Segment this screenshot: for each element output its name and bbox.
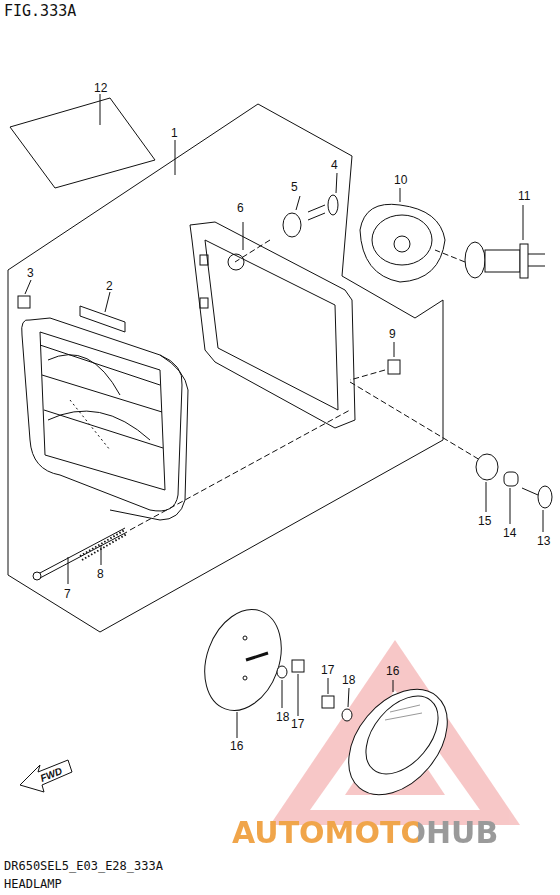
callout-number: 14 — [503, 527, 516, 539]
reflector — [322, 670, 467, 813]
callout-number: 2 — [106, 280, 113, 292]
callout-number: 5 — [291, 181, 298, 193]
label-sheet — [10, 98, 155, 188]
bulb-socket-cover — [360, 188, 445, 282]
callout-number: 15 — [478, 515, 491, 527]
callout-number: 18 — [342, 674, 355, 686]
callout-number: 1 — [171, 127, 178, 139]
headlamp-unit — [22, 292, 188, 520]
callout-number: 3 — [27, 267, 34, 279]
callout-number: 12 — [94, 82, 107, 94]
callout-number: 6 — [237, 202, 244, 214]
callout-number: 17 — [321, 664, 334, 676]
callout-number: 10 — [394, 174, 407, 186]
callout-number: 18 — [276, 711, 289, 723]
reflector — [191, 599, 304, 738]
mounting-frame — [190, 222, 355, 428]
watermark-logo — [270, 640, 520, 825]
callout-number: 17 — [291, 718, 304, 730]
assembly-outline — [8, 104, 443, 632]
adjust-screw — [38, 528, 127, 578]
forward-arrow — [20, 760, 72, 792]
callout-number: 11 — [518, 190, 530, 202]
drawing-code: DR650SEL5_E03_E28_333A — [4, 860, 163, 872]
callout-number: 9 — [389, 328, 396, 340]
callout-number: 7 — [64, 588, 71, 600]
figure-title: FIG.333A — [4, 4, 76, 19]
callout-number: 13 — [537, 535, 550, 547]
watermark-text: AUTOMOTOHUB — [232, 818, 498, 848]
callout-number: 16 — [386, 665, 399, 677]
headlamp-bulb — [435, 205, 545, 278]
callout-number: 8 — [97, 568, 104, 580]
figure-caption: HEADLAMP — [4, 878, 62, 890]
callout-number: 4 — [331, 159, 338, 171]
callout-number: 16 — [230, 740, 243, 752]
